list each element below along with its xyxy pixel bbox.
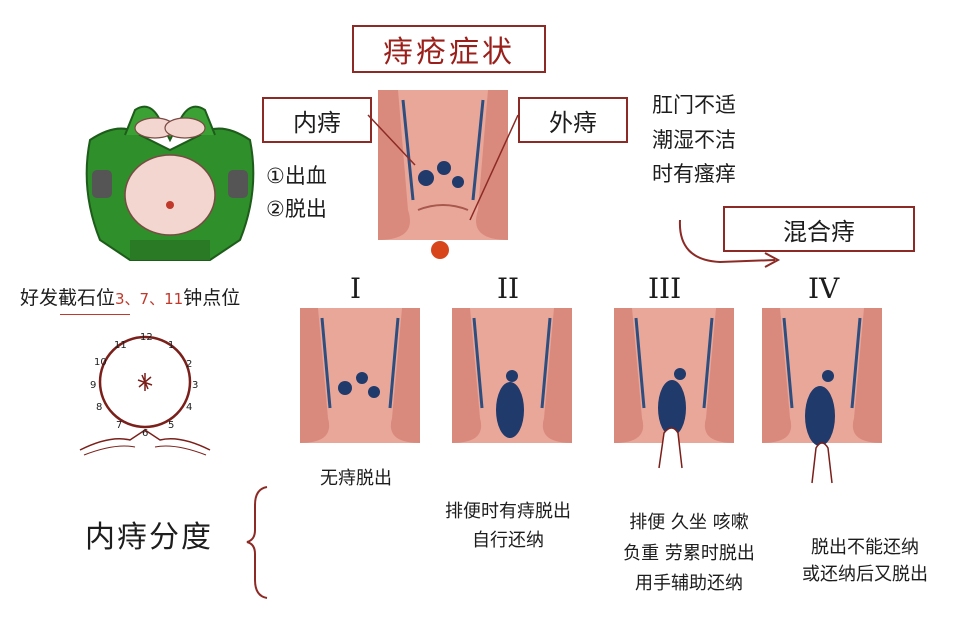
grading-title: 内痔分度 [85, 520, 213, 555]
clock-number-10: 10 [94, 357, 107, 368]
clock-diagram [79, 335, 211, 456]
grade-3-desc-line-3: 用手辅助还纳 [635, 573, 743, 595]
clock-number-7: 7 [116, 420, 123, 431]
position-note-prefix: 好发截石位 [20, 287, 116, 309]
grade-1-desc-line: 无痔脱出 [320, 468, 392, 489]
anatomy-main-illustration [378, 90, 508, 259]
label-external-hemorrhoid: 外痔 [518, 97, 628, 143]
grade-2-desc-line-2: 自行还纳 [472, 529, 544, 551]
page-title: 痔疮症状 [352, 25, 546, 73]
grade-3-numeral: III [648, 272, 682, 305]
grade-1-description: 无痔脱出 [296, 465, 416, 494]
clock-number-9: 9 [90, 380, 97, 391]
leader-lines [367, 114, 519, 221]
position-note-suffix: 钟点位 [183, 287, 241, 309]
clock-number-8: 8 [96, 402, 103, 413]
patient-lithotomy-illustration [85, 105, 255, 261]
grade-3-illustration [614, 308, 734, 469]
internal-symptoms: ①出血 ②脱出 [266, 160, 327, 225]
grade-4-desc-line-2: 或还纳后又脱出 [802, 564, 928, 585]
position-note: 好发截石位3、7、11钟点位 [20, 284, 240, 313]
clock-number-4: 4 [186, 402, 193, 413]
grade-1-illustration [300, 308, 420, 443]
grade-3-description: 排便 久坐 咳嗽 负重 劳累时脱出 用手辅助还纳 [606, 508, 772, 600]
external-symptom-damp: 潮湿不洁 [652, 127, 736, 152]
arrow-to-mixed [678, 219, 781, 268]
grading-brace [246, 486, 268, 599]
grade-2-numeral: II [497, 272, 520, 305]
external-symptom-discomfort: 肛门不适 [652, 93, 736, 117]
grade-2-desc-line-1: 排便时有痔脱出 [445, 501, 571, 522]
grade-1-numeral: I [350, 272, 362, 305]
clock-number-6: 6 [142, 428, 149, 439]
internal-symptom-bleeding: ①出血 [266, 164, 327, 188]
external-symptoms: 肛门不适 潮湿不洁 时有瘙痒 [652, 88, 736, 192]
grade-4-desc-line-1: 脱出不能还纳 [811, 537, 919, 558]
label-mixed-hemorrhoid: 混合痔 [723, 206, 915, 252]
external-symptom-itch: 时有瘙痒 [652, 162, 736, 187]
grade-3-desc-line-1: 排便 久坐 咳嗽 [629, 512, 749, 533]
grade-4-description: 脱出不能还纳 或还纳后又脱出 [780, 534, 950, 588]
grade-3-desc-line-2: 负重 劳累时脱出 [623, 542, 755, 564]
internal-symptom-prolapse: ②脱出 [266, 196, 327, 221]
grade-4-numeral: IV [808, 272, 840, 305]
clock-number-1: 1 [168, 340, 175, 351]
grade-2-description: 排便时有痔脱出 自行还纳 [418, 498, 598, 556]
clock-number-2: 2 [186, 359, 193, 370]
grade-4-illustration [762, 308, 882, 484]
clock-number-12: 12 [140, 332, 153, 343]
grade-2-illustration [452, 308, 572, 443]
clock-number-5: 5 [168, 420, 175, 431]
clock-number-11: 11 [114, 340, 127, 351]
position-note-numbers: 3、7、11 [115, 290, 184, 308]
underline-divider [60, 314, 130, 315]
clock-number-3: 3 [192, 380, 199, 391]
label-internal-hemorrhoid: 内痔 [262, 97, 372, 143]
